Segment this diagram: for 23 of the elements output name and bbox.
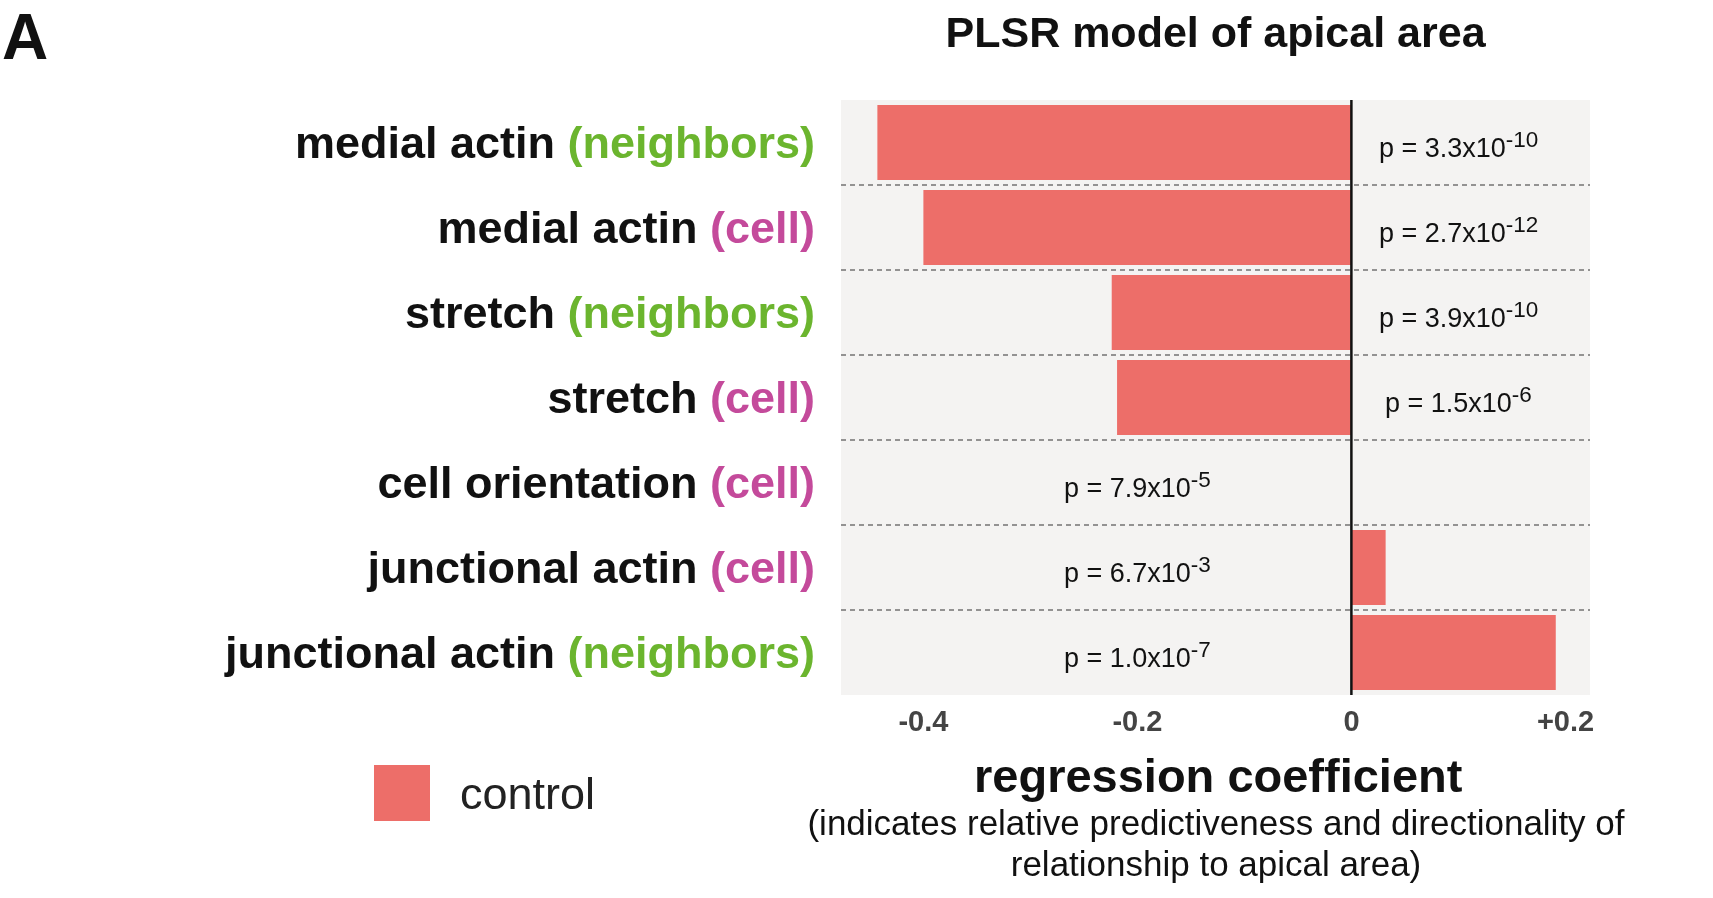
axis-note: (indicates relative predictiveness and directionality of relationship to apical area) xyxy=(806,802,1626,884)
category-label: medial actin (cell) xyxy=(437,201,815,254)
tick-label: -0.2 xyxy=(1112,705,1163,738)
category-label: stretch (cell) xyxy=(547,371,815,424)
category-label: cell orientation (cell) xyxy=(377,456,815,509)
tick-label: 0 xyxy=(1343,705,1360,738)
p-value-label: p = 3.9x10$^{-10}$ xyxy=(1378,296,1539,334)
p-value-label: p = 6.7x10$^{-3}$ xyxy=(1063,551,1211,589)
category-label: junctional actin (cell) xyxy=(367,541,815,594)
category-label: medial actin (neighbors) xyxy=(294,116,815,169)
legend-label: control xyxy=(460,768,596,820)
p-value-label: p = 7.9x10$^{-5}$ xyxy=(1063,466,1211,504)
chart-title: PLSR model of apical area xyxy=(945,8,1486,57)
tick-label: +0.2 xyxy=(1536,705,1595,738)
category-label: stretch (neighbors) xyxy=(404,286,815,339)
category-label: junctional actin (neighbors) xyxy=(224,626,815,679)
axis-title: regression coefficient xyxy=(974,748,1463,803)
p-value-label: p = 2.7x10$^{-12}$ xyxy=(1378,211,1539,249)
p-value-label: p = 3.3x10$^{-10}$ xyxy=(1378,126,1539,164)
p-value-label: p = 1.0x10$^{-7}$ xyxy=(1063,636,1211,674)
p-value-label: p = 1.5x10$^{-6}$ xyxy=(1384,381,1532,419)
tick-label: -0.4 xyxy=(898,705,949,738)
panel-letter: A xyxy=(2,0,49,74)
